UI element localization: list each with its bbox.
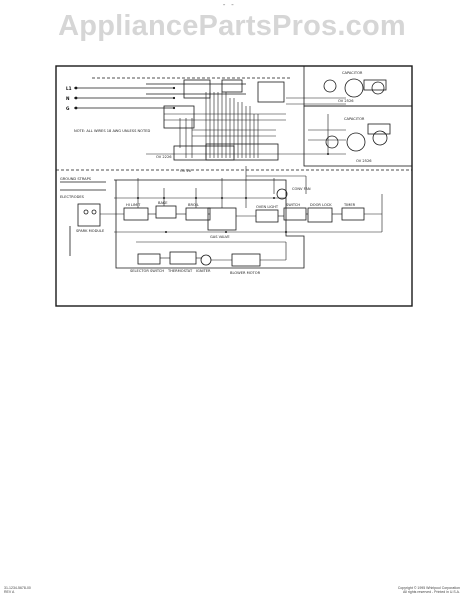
broil-label: BROIL bbox=[188, 203, 199, 207]
ground-label: G bbox=[66, 106, 70, 111]
conv-fan-label: CONV FAN bbox=[292, 187, 311, 191]
l1-label: L1 bbox=[66, 86, 72, 91]
blower-motor-label: BLOWER MOTOR bbox=[230, 271, 261, 275]
top-mark: - - bbox=[222, 2, 235, 10]
timer-label: TIMER bbox=[343, 203, 356, 207]
bake-label: BAKE bbox=[158, 201, 168, 205]
selector-switch-label: SELECTOR SWITCH bbox=[130, 269, 164, 273]
door-lock-label: DOOR LOCK bbox=[310, 203, 332, 207]
capacitor-mid-label: CAPACITOR bbox=[344, 117, 365, 121]
site-watermark: AppliancePartsPros.com bbox=[58, 10, 406, 42]
ov-2526-mid-label: OV 2526 bbox=[356, 159, 372, 163]
footer-left-line1: 31-1234-5678-00 bbox=[4, 586, 31, 590]
spark-module-label: SPARK MODULE bbox=[76, 229, 105, 233]
electrodes-label: ELECTRODES bbox=[60, 195, 85, 199]
wiring-diagram: L1 N G NOTE: ALL WIRES 18 AWG UNLESS NOT… bbox=[55, 65, 413, 307]
ov-26-label: OV 26 bbox=[180, 169, 192, 173]
footer-left: 31-1234-5678-00 REV A bbox=[4, 586, 31, 594]
capacitor-top-label: CAPACITOR bbox=[342, 71, 363, 75]
neutral-label: N bbox=[66, 96, 70, 101]
oven-light-label: OVEN LIGHT bbox=[256, 205, 279, 209]
footer-right-line2: All rights reserved - Printed in U.S.A. bbox=[403, 590, 460, 594]
hi-limit-label: HI LIMIT bbox=[126, 203, 141, 207]
igniter-label: IGNITER bbox=[196, 269, 211, 273]
note-text: NOTE: ALL WIRES 18 AWG UNLESS NOTED bbox=[74, 129, 150, 133]
thermostat-label: THERMOSTAT bbox=[167, 269, 193, 273]
footer-left-line2: REV A bbox=[4, 590, 15, 594]
ov-2226-label: OV 2226 bbox=[156, 155, 172, 159]
switch-label: SWITCH bbox=[286, 203, 300, 207]
footer-right-line1: Copyright © 1995 Whirlpool Corporation bbox=[397, 586, 460, 590]
ground-straps-label: GROUND STRAPS bbox=[60, 177, 92, 181]
gas-valve-label: GAS VALVE bbox=[210, 235, 230, 239]
footer-right: Copyright © 1995 Whirlpool Corporation A… bbox=[366, 586, 460, 594]
ov-2526-top-label: OV 2526 bbox=[338, 99, 354, 103]
